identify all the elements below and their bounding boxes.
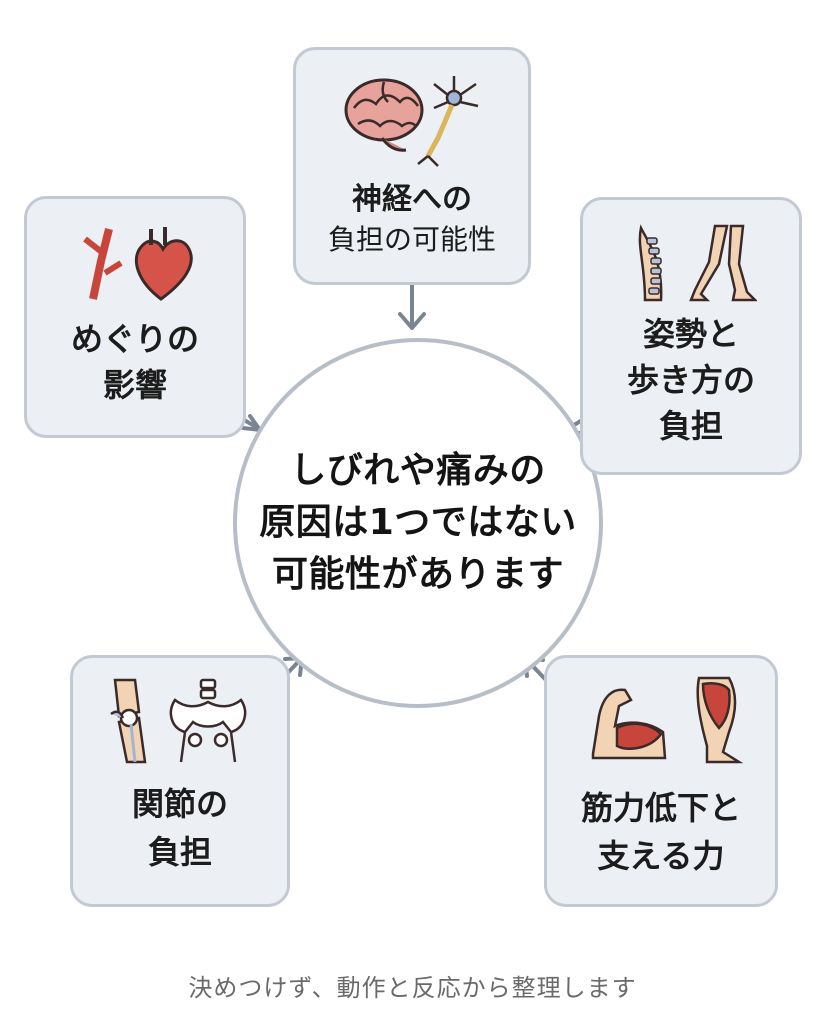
center-line-1: しびれや痛みの	[290, 449, 546, 491]
card-circulation-title: めぐりの	[70, 320, 199, 358]
card-posture-line1: 姿勢と	[642, 315, 739, 353]
center-line-3: 可能性があります	[271, 554, 564, 596]
card-posture-line2: 歩き方の	[626, 361, 755, 399]
card-joint: 関節の 負担	[70, 655, 290, 907]
spine-icon	[638, 224, 663, 302]
arm-muscle-icon	[591, 688, 667, 760]
card-posture-line3: 負担	[658, 407, 723, 445]
blood-vessel-icon	[83, 228, 123, 300]
card-posture: 姿勢と 歩き方の 負担	[580, 197, 802, 475]
neuron-icon	[417, 76, 479, 167]
card-nerve-subtitle: 負担の可能性	[327, 223, 496, 256]
card-circulation: めぐりの 影響	[24, 196, 246, 438]
footer-caption: 決めつけず、動作と反応から整理します	[188, 974, 637, 1002]
card-muscle-subtitle: 支える力	[597, 837, 725, 875]
center-line-2: 原因は1つではない	[259, 501, 577, 543]
walking-legs-icon	[689, 224, 757, 302]
card-nerve: 神経への 負担の可能性	[293, 47, 531, 285]
brain-icon	[344, 78, 424, 152]
leg-muscle-icon	[696, 676, 744, 764]
card-joint-title: 関節の	[131, 785, 228, 823]
card-muscle-title: 筋力低下と	[580, 789, 741, 827]
center-circle: しびれや痛みの 原因は1つではない 可能性があります	[233, 338, 603, 708]
card-joint-subtitle: 負担	[147, 833, 212, 871]
arrow-nerve	[398, 280, 426, 330]
card-muscle: 筋力低下と 支える力	[544, 655, 778, 907]
heart-icon	[134, 227, 193, 301]
card-nerve-title: 神経への	[352, 182, 472, 217]
card-circulation-subtitle: 影響	[102, 366, 167, 404]
pelvis-icon	[169, 678, 247, 763]
knee-joint-icon	[110, 678, 147, 764]
